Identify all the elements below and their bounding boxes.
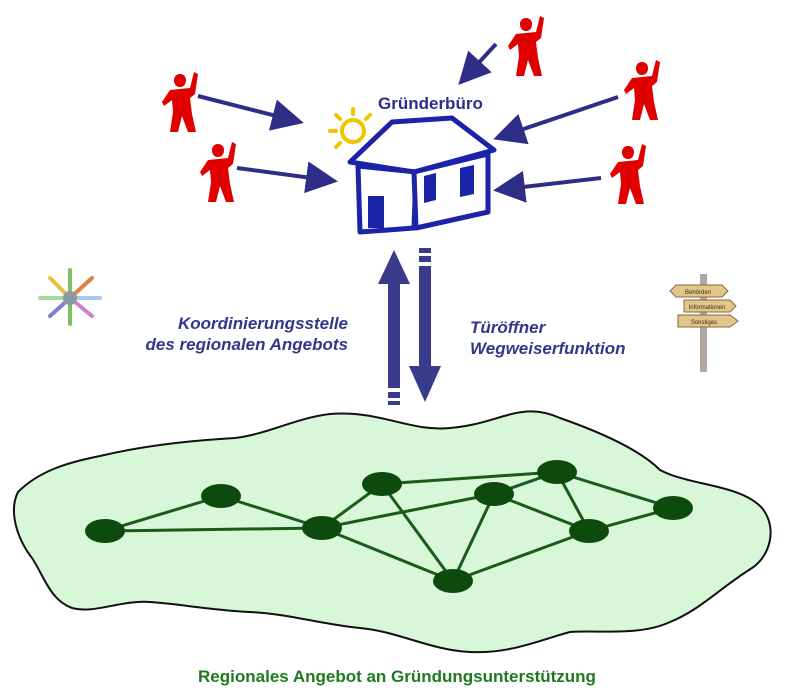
arrow bbox=[236, 161, 338, 194]
network-edge bbox=[451, 493, 496, 582]
compass-icon bbox=[38, 268, 102, 326]
sign-label: Behörden bbox=[685, 290, 711, 296]
network-edge bbox=[381, 470, 558, 486]
founder-figure bbox=[624, 60, 660, 120]
sun-icon bbox=[328, 107, 372, 149]
network-node bbox=[537, 460, 577, 484]
house-icon bbox=[347, 115, 497, 235]
coordination-label: Koordinierungsstelle des regionalen Ange… bbox=[72, 313, 348, 355]
network-edge bbox=[452, 529, 590, 583]
door-opener-line: Wegweiserfunktion bbox=[470, 339, 626, 358]
arrow bbox=[197, 94, 304, 131]
coordination-line: Koordinierungsstelle bbox=[177, 314, 348, 333]
signpost-icon: Behörden Informationen Sonstiges bbox=[669, 274, 739, 372]
regional-network-area bbox=[13, 410, 772, 654]
down-arrow bbox=[409, 266, 441, 402]
network-node bbox=[569, 519, 609, 543]
network-edge bbox=[321, 526, 454, 583]
arrow bbox=[493, 95, 619, 145]
network-node bbox=[433, 569, 473, 593]
founder-figure bbox=[508, 16, 544, 76]
footer-caption: Regionales Angebot an Gründungsunterstüt… bbox=[198, 667, 596, 686]
founder-figure bbox=[610, 144, 646, 204]
network-node bbox=[201, 484, 241, 508]
up-arrow bbox=[378, 250, 410, 388]
network-edge bbox=[104, 494, 222, 533]
hub-title: Gründerbüro bbox=[378, 94, 483, 113]
network-edges bbox=[104, 470, 674, 583]
arrow bbox=[458, 42, 498, 85]
network-node bbox=[653, 496, 693, 520]
sign-label: Sonstiges bbox=[691, 320, 717, 326]
network-node bbox=[85, 519, 125, 543]
network-edge bbox=[556, 470, 674, 510]
door-opener-label: Türöffner Wegweiserfunktion bbox=[470, 317, 626, 359]
coordination-line: des regionalen Angebots bbox=[145, 335, 348, 354]
door-opener-line: Türöffner bbox=[470, 318, 546, 337]
exchange-arrows bbox=[378, 248, 441, 405]
founder-figure bbox=[162, 72, 198, 132]
founder-figure bbox=[200, 142, 236, 202]
arrow bbox=[493, 170, 602, 203]
network-nodes bbox=[85, 460, 693, 593]
network-edge bbox=[380, 483, 455, 582]
network-node bbox=[362, 472, 402, 496]
network-edge bbox=[321, 492, 495, 530]
network-node bbox=[302, 516, 342, 540]
network-edge bbox=[104, 526, 323, 533]
inflow-arrows bbox=[197, 42, 619, 203]
network-node bbox=[474, 482, 514, 506]
sign-label: Informationen bbox=[689, 305, 726, 311]
